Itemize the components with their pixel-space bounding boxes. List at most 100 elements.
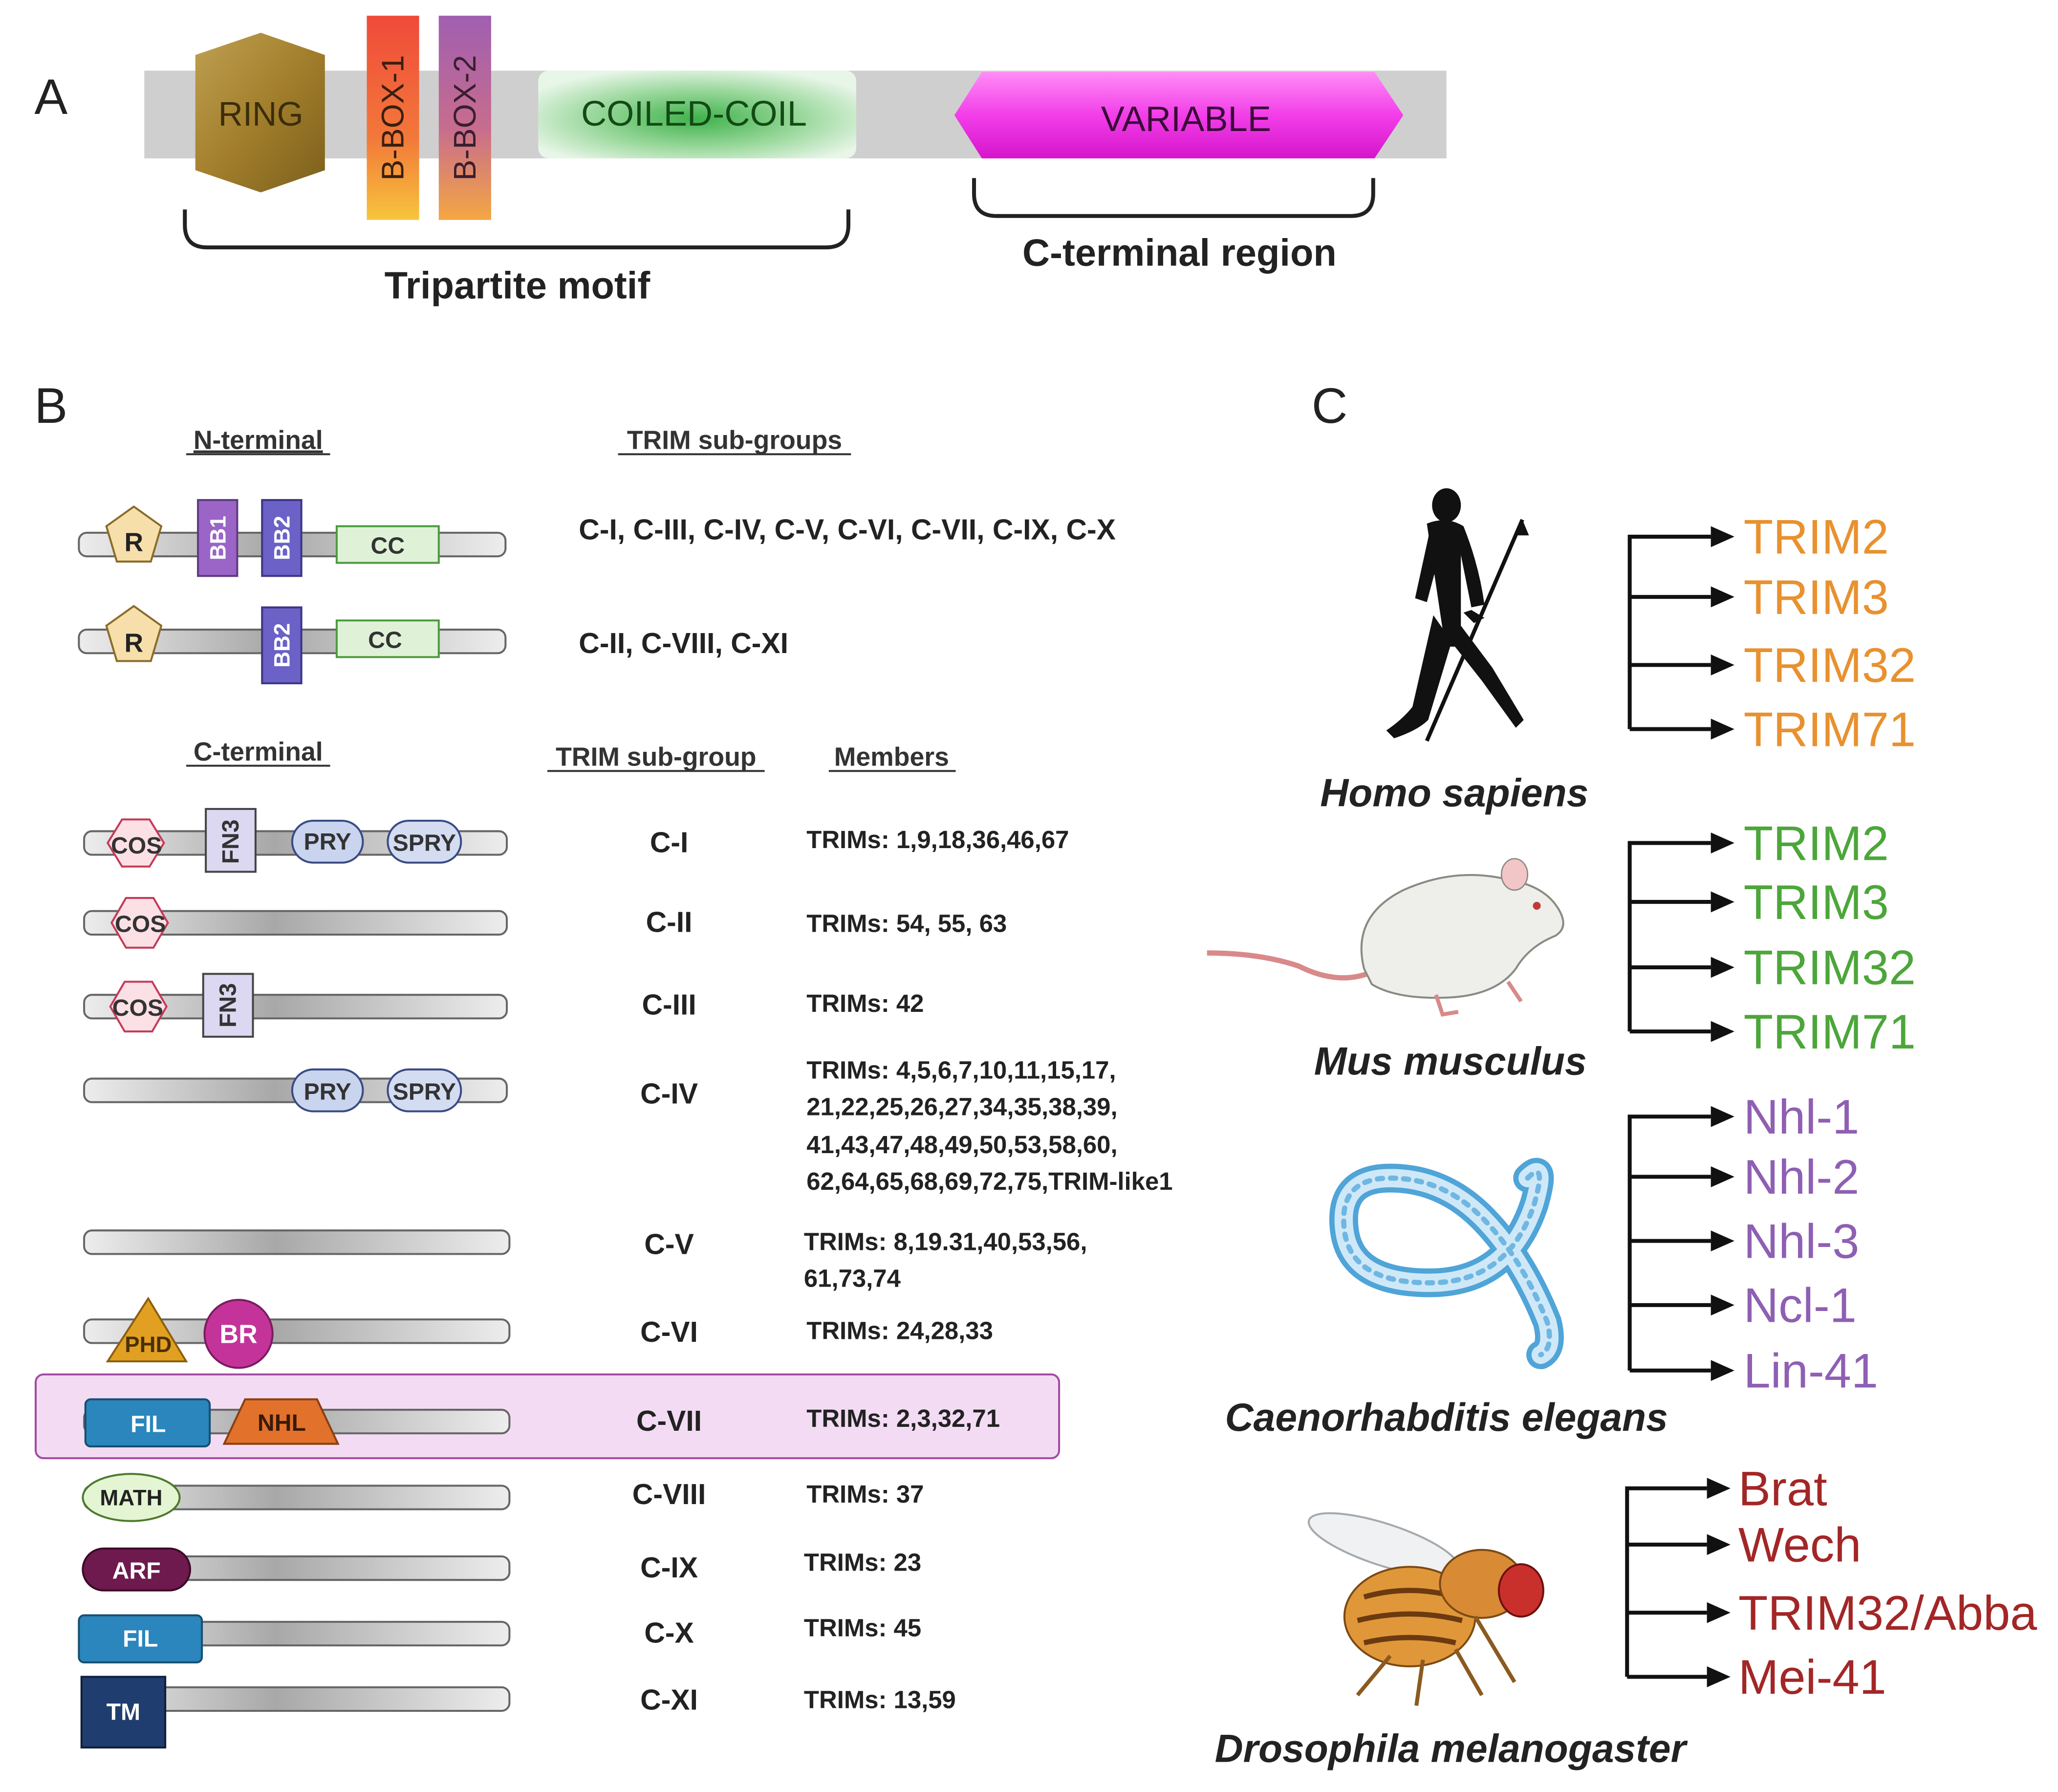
- members-line: TRIMs: 8,19.31,40,53,56,: [804, 1227, 1087, 1255]
- math-label: MATH: [100, 1486, 162, 1510]
- members-line: TRIMs: 4,5,6,7,10,11,15,17,: [806, 1056, 1116, 1084]
- cos-domain: [106, 818, 165, 868]
- mouse-icon: [1207, 858, 1564, 1017]
- subgroup-label: C-VIII: [632, 1479, 706, 1510]
- tm-label: TM: [107, 1699, 141, 1726]
- arrow-head-icon: [1707, 1602, 1731, 1623]
- panel-a-letter: A: [34, 69, 67, 125]
- subgroup-label: C-XI: [640, 1684, 698, 1716]
- arrow-head-icon: [1707, 1534, 1731, 1555]
- arrow-head-icon: [1711, 1106, 1734, 1127]
- pry-label: PRY: [304, 1078, 351, 1105]
- bb1-label: BB1: [205, 516, 230, 560]
- arrow-head-icon: [1711, 654, 1734, 676]
- bb2-label: BB2: [270, 623, 295, 668]
- gene-label: Mei-41: [1738, 1650, 1886, 1704]
- gene-label: Nhl-2: [1744, 1150, 1860, 1204]
- spry-domain: [387, 820, 462, 864]
- track-bar: [83, 994, 508, 1020]
- arf-label: ARF: [112, 1558, 161, 1584]
- panel-a: A RING B-BOX-1 B-BOX-2 COILED-COIL VARIA…: [34, 16, 1447, 307]
- arrow-head-icon: [1711, 526, 1734, 547]
- c-terminal-row-c-xi: TM C-XI TRIMs: 13,59: [80, 1676, 956, 1748]
- subgroup-label: C-IV: [640, 1078, 698, 1110]
- phd-label: PHD: [125, 1332, 172, 1357]
- c-terminal-row-c-viii: MATH C-VIII TRIMs: 37: [82, 1473, 924, 1522]
- c-terminal-row-c-x: FIL C-X TRIMs: 45: [78, 1614, 921, 1663]
- species-homo-sapiens: Homo sapiens TRIM2 TRIM3 TRIM32 TRIM71: [1320, 488, 1916, 815]
- arrow-head-icon: [1711, 1166, 1734, 1187]
- ring-pentagon-icon: [105, 505, 163, 563]
- members-line: 62,64,65,68,69,72,75,TRIM-like1: [806, 1167, 1172, 1195]
- spry-label: SPRY: [393, 830, 456, 856]
- panel-b: B N-terminal TRIM sub-groups R BB1 BB2 C…: [34, 378, 1173, 1748]
- fn3-box: [205, 808, 257, 873]
- spear-tip-icon: [1516, 520, 1529, 536]
- track-bar: [83, 910, 508, 936]
- members-line: 61,73,74: [804, 1264, 901, 1292]
- members-line: TRIMs: 13,59: [804, 1686, 956, 1714]
- spry-domain: [387, 1068, 462, 1113]
- track-bar: [83, 1229, 511, 1255]
- subgroup-label: C-VII: [636, 1405, 702, 1437]
- coiled-coil-domain: [538, 70, 857, 159]
- members-line: TRIMs: 24,28,33: [806, 1316, 993, 1344]
- subgroup-label: C-IX: [640, 1552, 698, 1584]
- members-line: TRIMs: 54, 55, 63: [806, 910, 1007, 938]
- cos-domain: [110, 897, 169, 949]
- n-row-2-groups: C-II, C-VIII, C-XI: [579, 628, 788, 659]
- fn3-label: FN3: [215, 983, 241, 1027]
- subgroup-label: C-I: [650, 827, 689, 858]
- subgroup-label: C-V: [644, 1228, 693, 1260]
- arrow-head-icon: [1711, 586, 1734, 608]
- panel-c: C Homo sapiens TRIM2 TRIM3 TRIM32 TRIM71: [1207, 378, 2037, 1770]
- cos-label: COS: [115, 911, 166, 938]
- species-c-elegans: Caenorhabditis elegans Nhl-1 Nhl-2 Nhl-3…: [1225, 1090, 1878, 1440]
- branch-lines: [1627, 841, 1711, 1034]
- members-line: TRIMs: 42: [806, 989, 924, 1017]
- variable-label: VARIABLE: [1101, 100, 1271, 139]
- species-name: Caenorhabditis elegans: [1225, 1396, 1668, 1440]
- r-label: R: [125, 629, 144, 658]
- tripartite-label: Tripartite motif: [385, 265, 650, 307]
- gene-label: Lin-41: [1744, 1344, 1878, 1398]
- ring-domain: [195, 32, 325, 193]
- math-ellipse: [82, 1473, 181, 1522]
- gene-label: Nhl-1: [1744, 1090, 1860, 1144]
- arrow-head-icon: [1711, 957, 1734, 978]
- bb2-box: [261, 499, 303, 577]
- panel-c-letter: C: [1312, 378, 1347, 434]
- fil-label: FIL: [123, 1626, 158, 1652]
- ring-label: RING: [218, 95, 303, 133]
- species-name: Mus musculus: [1314, 1040, 1587, 1084]
- arrow-head-icon: [1711, 1294, 1734, 1316]
- bb2-label: BB2: [270, 516, 295, 560]
- gene-label: TRIM71: [1744, 702, 1916, 756]
- nhl-trapezoid: [222, 1398, 340, 1445]
- c-terminal-row-c-vi: PHD BR C-VI TRIMs: 24,28,33: [83, 1296, 993, 1369]
- arf-box: [82, 1547, 191, 1592]
- gene-label: TRIM2: [1744, 510, 1889, 564]
- ring-pentagon-icon: [105, 605, 163, 662]
- gene-label: TRIM3: [1744, 570, 1889, 624]
- c-terminal-row-c-vii: FIL NHL C-VII TRIMs: 2,3,32,71: [83, 1398, 1000, 1448]
- members-heading: Members: [834, 743, 949, 772]
- bb2-box: [261, 606, 303, 684]
- gene-label: Brat: [1738, 1462, 1827, 1516]
- gene-label: Ncl-1: [1744, 1278, 1857, 1333]
- arrow-head-icon: [1711, 719, 1734, 740]
- cos-label: COS: [112, 995, 163, 1021]
- fn3-box: [202, 973, 254, 1038]
- members-line: TRIMs: 37: [806, 1480, 924, 1508]
- trim-subgroup-heading: TRIM sub-group: [556, 743, 756, 772]
- c-terminal-row-c-v: C-V TRIMs: 8,19.31,40,53,56, 61,73,74: [83, 1227, 1087, 1292]
- coiled-coil-label: COILED-COIL: [581, 94, 807, 133]
- c-terminal-heading: C-terminal: [194, 738, 323, 766]
- arrow-head-icon: [1711, 832, 1734, 853]
- br-label: BR: [219, 1320, 257, 1349]
- gene-label: TRIM71: [1744, 1005, 1916, 1059]
- subgroup-label: C-VI: [640, 1316, 698, 1348]
- cc-label: CC: [368, 627, 402, 654]
- spear-icon: [1425, 519, 1524, 742]
